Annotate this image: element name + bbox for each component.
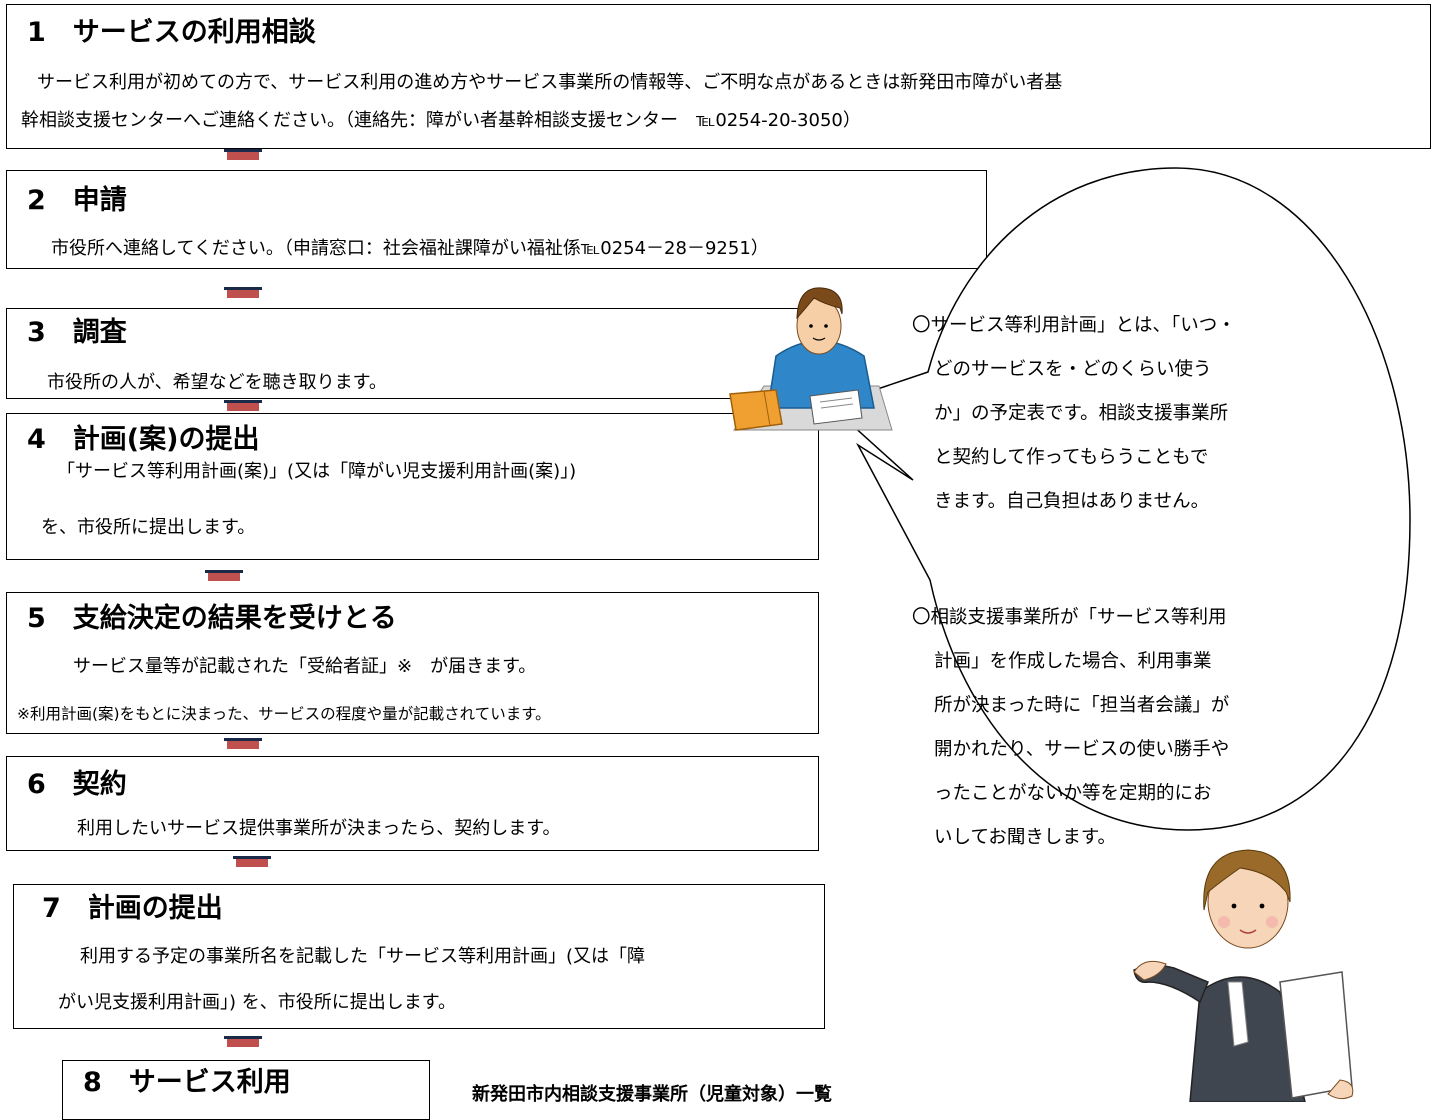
speech-bubble [828,167,1411,831]
step-1-line-2: 幹相談支援センターへご連絡ください。（連絡先：障がい者基幹相談支援センター ℡0… [21,110,861,131]
step-6-line-1: 利用したいサービス提供事業所が決まったら、契約します。 [77,818,561,839]
man-at-desk-illustration [729,287,893,431]
bubble-line: どのサービスを・どのくらい使う [934,359,1212,380]
bubble-line: きます。自己負担はありません。 [934,491,1210,512]
down-arrow-icon [205,570,243,581]
facility-list-heading: 新発田市内相談支援事業所（児童対象）一覧 [472,1084,832,1105]
bubble-line: ったことがないか等を定期的にお [934,783,1212,804]
step-7-title: 7 計画の提出 [42,893,223,924]
step-6-title: 6 契約 [27,769,127,800]
step-1-box: 1 サービスの利用相談 サービス利用が初めての方で、サービス利用の進め方やサービ… [6,4,1431,149]
down-arrow-icon [224,738,262,749]
step-5-note: ※利用計画(案)をもとに決まった、サービスの程度や量が記載されています。 [17,705,551,723]
down-arrow-icon [224,149,262,160]
step-1-title: 1 サービスの利用相談 [27,17,316,48]
bubble-line: と契約して作ってもらうこともで [934,447,1209,468]
step-4-box: 4 計画(案)の提出 「サービス等利用計画(案)」(又は「障がい児支援利用計画(… [6,413,819,560]
bubble-line: 所が決まった時に「担当者会議」が [934,695,1230,716]
step-7-box: 7 計画の提出 利用する予定の事業所名を記載した「サービス等利用計画」(又は「障… [13,884,825,1029]
step-1-line-1: サービス利用が初めての方で、サービス利用の進め方やサービス事業所の情報等、ご不明… [37,72,1063,93]
down-arrow-icon [224,400,262,411]
step-8-box: 8 サービス利用 [62,1060,430,1120]
step-4-line-2: を、市役所に提出します。 [41,517,256,538]
step-7-line-1: 利用する予定の事業所名を記載した「サービス等利用計画」(又は「障 [80,946,646,967]
step-5-line-1: サービス量等が記載された「受給者証」※ が届きます。 [73,656,537,677]
down-arrow-icon [224,287,262,298]
step-3-line-1: 市役所の人が、希望などを聴き取ります。 [47,372,387,393]
down-arrow-icon [233,856,271,867]
bubble-line: か」の予定表です。相談支援事業所 [934,403,1229,424]
step-8-title: 8 サービス利用 [83,1067,291,1098]
woman-presenting-illustration [1133,849,1354,1102]
step-2-title: 2 申請 [27,185,127,216]
bubble-line: 開かれたり、サービスの使い勝手や [934,739,1230,760]
bubble-line: 〇サービス等利用計画」とは、「いつ・ [912,315,1236,336]
step-5-box: 5 支給決定の結果を受けとる サービス量等が記載された「受給者証」※ が届きます… [6,592,819,734]
step-6-box: 6 契約 利用したいサービス提供事業所が決まったら、契約します。 [6,756,819,851]
step-7-line-2: がい児支援利用計画」) を、市役所に提出します。 [58,992,456,1013]
step-4-line-1: 「サービス等利用計画(案)」(又は「障がい児支援利用計画(案)」) [57,461,577,482]
bubble-line: 〇相談支援事業所が「サービス等利用 [912,607,1227,628]
bubble-line: いしてお聞きします。 [934,827,1117,848]
step-3-title: 3 調査 [27,317,127,348]
step-2-box: 2 申請 市役所へ連絡してください。（申請窓口：社会福祉課障がい福祉係℡0254… [6,170,987,269]
step-5-title: 5 支給決定の結果を受けとる [27,603,397,634]
down-arrow-icon [224,1036,262,1047]
step-3-box: 3 調査 市役所の人が、希望などを聴き取ります。 [6,308,819,399]
step-4-title: 4 計画(案)の提出 [27,424,260,455]
bubble-line: 計画」を作成した場合、利用事業 [934,651,1212,672]
step-2-line-1: 市役所へ連絡してください。（申請窓口：社会福祉課障がい福祉係℡0254－28－9… [51,238,769,259]
